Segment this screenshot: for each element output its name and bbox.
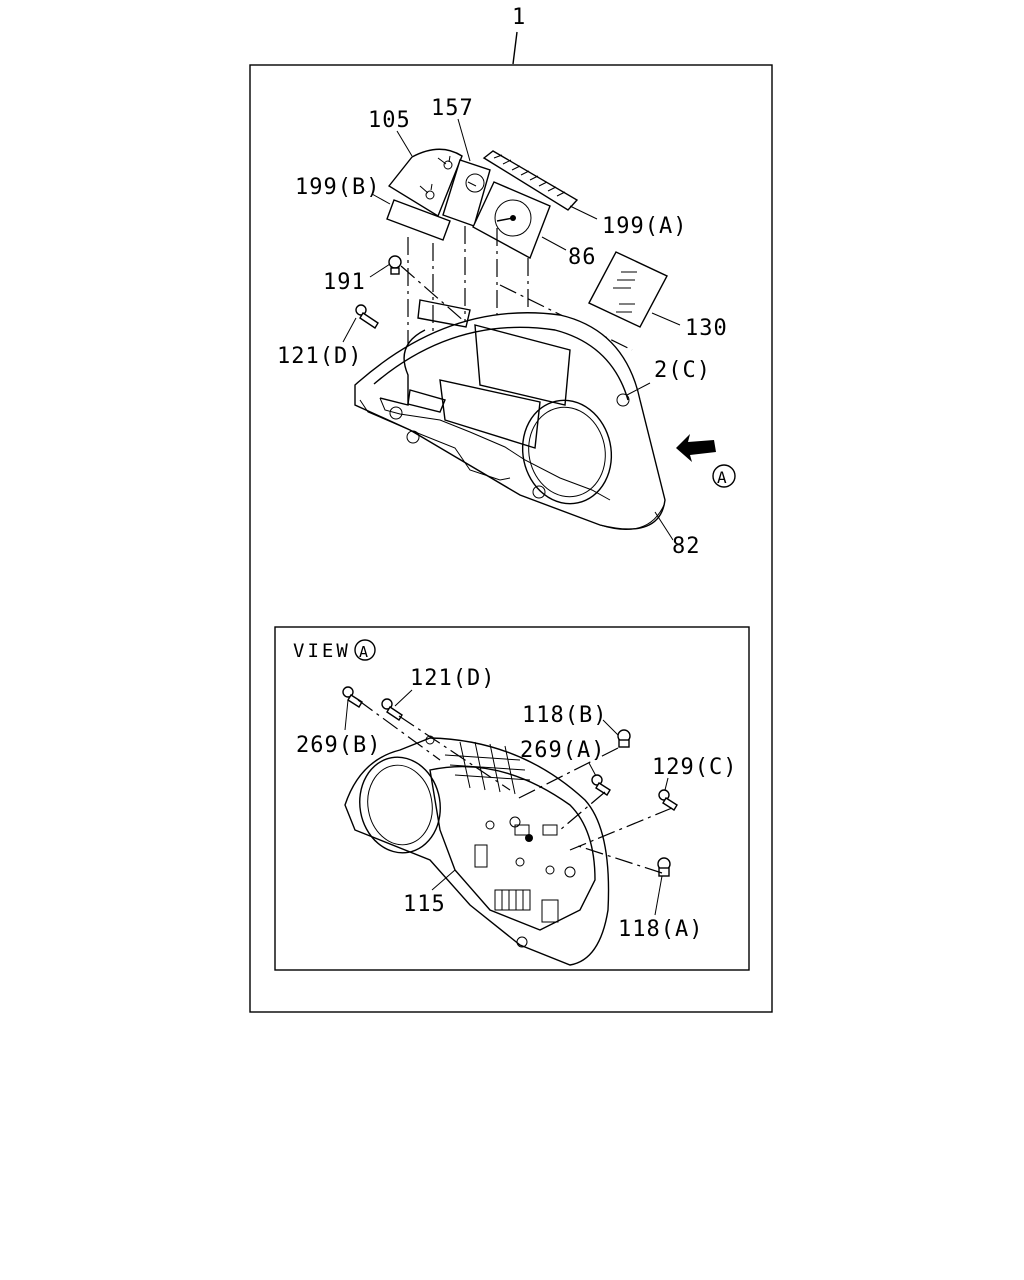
view-marker-label: A <box>717 468 728 487</box>
view-a-title-marker-circle <box>354 639 376 661</box>
callout-191: 191 <box>323 270 366 295</box>
callout-82: 82 <box>672 534 701 559</box>
leader-129c <box>664 777 669 791</box>
leader-269a <box>588 762 597 777</box>
cluster-housing-82 <box>354 299 666 530</box>
screw-129c <box>658 789 678 811</box>
leader-121d-upper <box>342 317 357 343</box>
leader-86 <box>541 236 567 251</box>
view-a-arrow <box>676 434 736 488</box>
speedometer-panel-86 <box>472 181 551 259</box>
bulb-191 <box>388 255 402 275</box>
assembly-leader-line <box>512 31 518 65</box>
callout-105: 105 <box>368 108 411 133</box>
assembly-number-label: 1 <box>512 5 526 30</box>
callout-269b: 269(B) <box>296 733 381 758</box>
screw-269a <box>591 774 611 796</box>
screw-121d <box>381 698 403 721</box>
callout-2c: 2(C) <box>654 358 711 383</box>
leader-105 <box>396 130 413 157</box>
leader-269b <box>344 699 349 731</box>
callout-118b: 118(B) <box>522 703 607 728</box>
bulb-118b <box>617 729 631 748</box>
view-a-frame <box>274 626 750 971</box>
bulb-alignment-line <box>400 265 466 323</box>
screw-121d-upper <box>355 304 379 329</box>
instruction-card-130 <box>588 251 668 328</box>
gauge-module-157 <box>442 159 491 227</box>
view-alignment-lines <box>357 699 673 874</box>
callout-86: 86 <box>568 245 597 270</box>
view-a-title: VIEW <box>293 640 351 662</box>
leader-2c <box>626 382 651 396</box>
leader-118a <box>654 875 663 916</box>
callout-129c: 129(C) <box>652 755 737 780</box>
leader-82 <box>654 511 674 541</box>
callout-130: 130 <box>685 316 728 341</box>
leader-157 <box>457 118 471 162</box>
callout-199a: 199(A) <box>602 214 687 239</box>
gauge-panel-105 <box>387 148 463 218</box>
label-plate-199b <box>386 199 451 241</box>
callout-121d-upper: 121(D) <box>277 344 362 369</box>
callout-199b: 199(B) <box>295 175 380 200</box>
bulb-118a <box>657 857 671 877</box>
leader-199b <box>371 193 391 205</box>
leader-130 <box>651 312 681 326</box>
leader-121d <box>394 689 413 707</box>
leader-199a <box>569 205 598 220</box>
upper-exploded-view: A 105 157 199(B) 199(A) 86 191 130 121(D… <box>277 96 736 559</box>
indicator-strip-199a <box>482 150 579 211</box>
alignment-lines <box>407 226 529 420</box>
callout-157: 157 <box>431 96 474 121</box>
leader-191 <box>369 263 391 278</box>
callout-118a: 118(A) <box>618 917 703 942</box>
leader-115 <box>431 869 456 891</box>
leader-118b <box>602 719 619 736</box>
callout-269a: 269(A) <box>520 738 605 763</box>
view-a-inset: VIEW A <box>274 626 750 971</box>
assembly-frame <box>249 64 773 1013</box>
callout-121d: 121(D) <box>410 666 495 691</box>
screw-269b <box>342 686 363 708</box>
cluster-rear-view <box>344 735 610 966</box>
view-a-title-marker: A <box>359 643 369 661</box>
callout-115: 115 <box>403 892 446 917</box>
